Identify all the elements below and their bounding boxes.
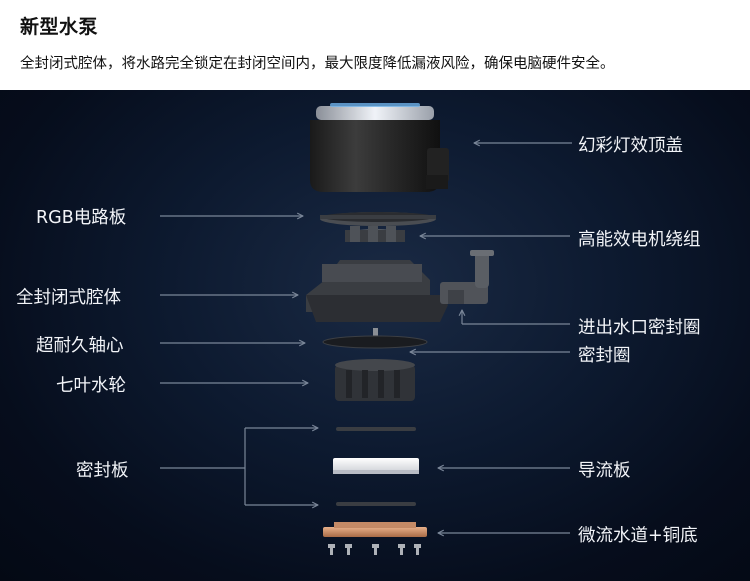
rgb-board-part	[320, 212, 436, 226]
label-inlet-seal-ring: 进出水口密封圈	[578, 318, 701, 338]
flow-guide-part	[333, 458, 419, 474]
lower-gasket-part	[336, 502, 416, 506]
upper-gasket-part	[336, 427, 416, 431]
label-flow-guide: 导流板	[578, 461, 631, 481]
section-subtitle: 全封闭式腔体，将水路完全锁定在封闭空间内，最大限度降低漏液风险，确保电脑硬件安全…	[20, 56, 615, 72]
shaft-part	[322, 328, 428, 349]
label-top-cap: 幻彩灯效顶盖	[578, 136, 683, 156]
label-seal-ring: 密封圈	[578, 346, 631, 366]
label-shaft: 超耐久轴心	[36, 336, 124, 356]
copper-base-part	[323, 522, 427, 555]
top-cap-part	[310, 103, 449, 192]
label-sealed-chamber: 全封闭式腔体	[16, 288, 121, 308]
label-impeller: 七叶水轮	[56, 376, 126, 396]
leader-lines	[160, 143, 572, 533]
label-micro-channel-base: 微流水道+铜底	[578, 526, 698, 546]
header: 新型水泵 全封闭式腔体，将水路完全锁定在封闭空间内，最大限度降低漏液风险，确保电…	[0, 0, 750, 90]
label-rgb-board: RGB电路板	[36, 208, 127, 228]
exploded-pump-diagram: 幻彩灯效顶盖 RGB电路板 高能效电机绕组 全封闭式腔体 进出水口密封圈 超耐久…	[0, 90, 750, 581]
sealed-chamber-part	[306, 250, 494, 322]
section-title: 新型水泵	[20, 16, 99, 38]
label-motor-winding: 高能效电机绕组	[578, 230, 701, 250]
motor-winding-part	[345, 226, 405, 242]
impeller-part	[335, 359, 415, 401]
diagram-artwork	[160, 103, 572, 555]
label-seal-plate: 密封板	[76, 461, 129, 481]
